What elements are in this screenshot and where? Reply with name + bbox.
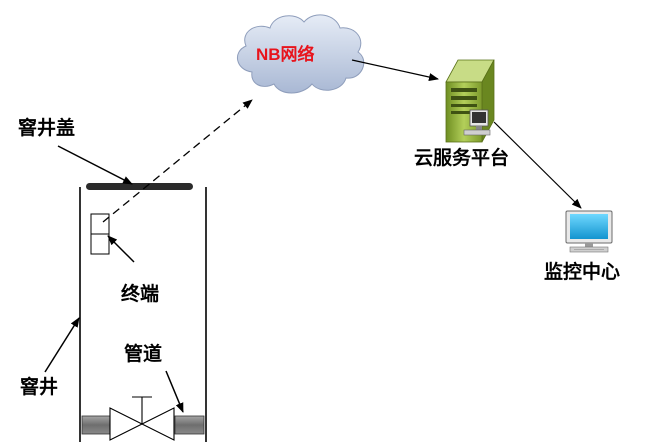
manhole-shaft [79, 187, 207, 442]
manhole-cover-label: 窨井盖 [18, 117, 76, 139]
cloud-platform-label: 云服务平台 [414, 147, 510, 169]
nb-network-label: NB网络 [256, 45, 315, 64]
server-icon [445, 59, 495, 143]
manhole-cover [86, 183, 193, 190]
terminal-label: 终端 [121, 283, 160, 305]
link-cloud-server [351, 59, 439, 81]
link-server-monitor [493, 121, 582, 209]
monitor-center-label: 监控中心 [544, 261, 621, 283]
pipe-left [81, 415, 111, 435]
pipe-right [174, 415, 205, 435]
pointer-terminal [107, 235, 135, 263]
pointer-cover [57, 145, 133, 185]
cloud-icon [237, 14, 365, 94]
valve-icon [109, 396, 175, 441]
pointer-manhole [44, 317, 80, 373]
monitor-icon [565, 210, 613, 253]
manhole-label: 窨井 [20, 376, 59, 398]
pipe-label: 管道 [124, 343, 163, 365]
wireless-link [102, 99, 253, 223]
pointer-pipe [165, 370, 184, 413]
